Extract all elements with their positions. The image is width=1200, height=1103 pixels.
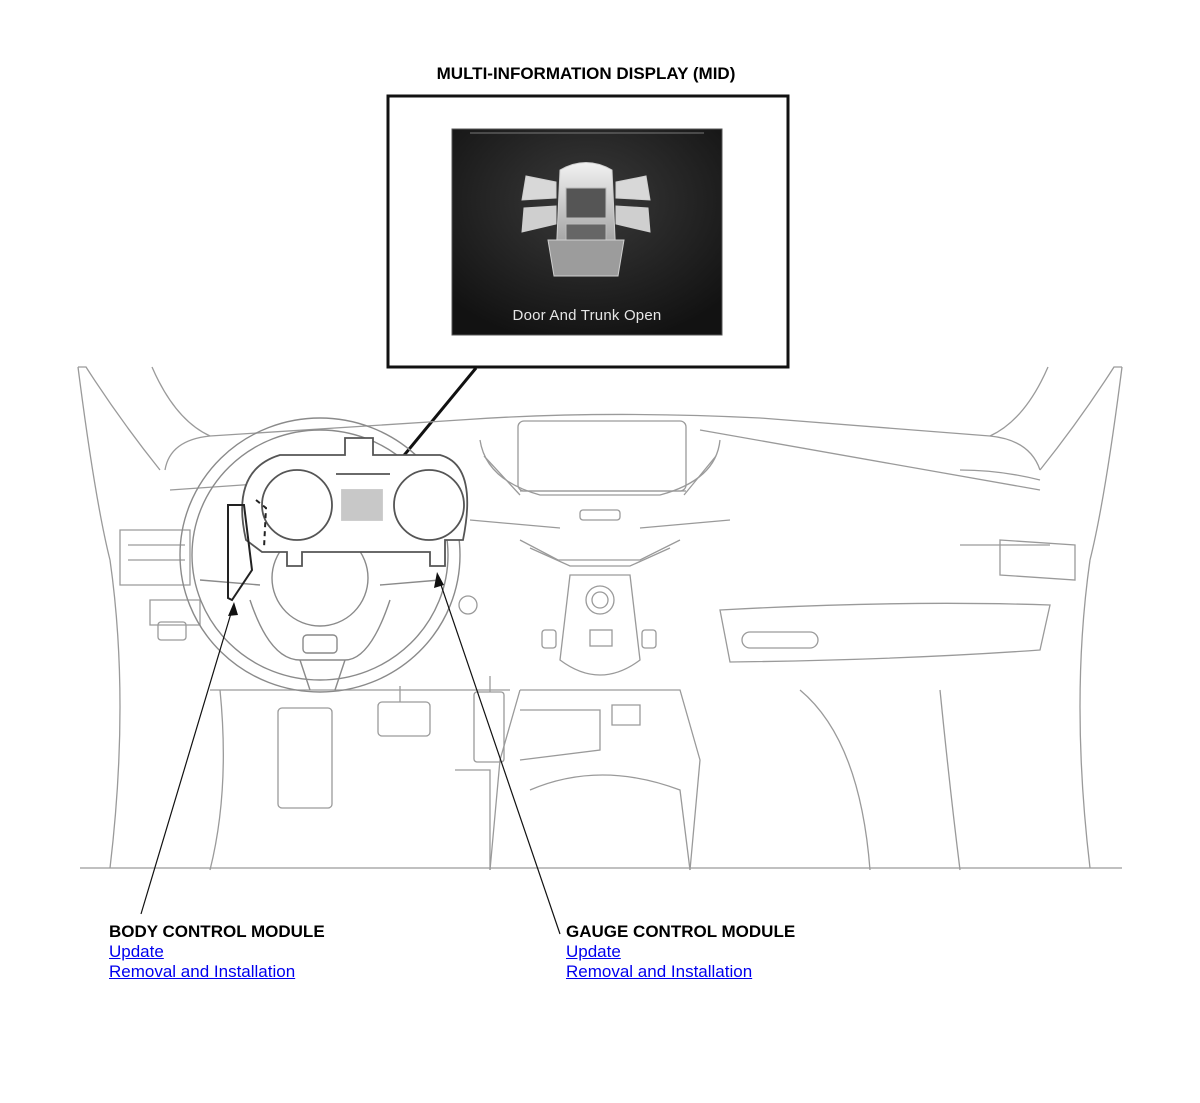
- gauge-control-module-leader: [434, 572, 561, 935]
- steering-wheel: [179, 417, 461, 693]
- car-doors-open-icon: [521, 162, 651, 277]
- mid-title: MULTI-INFORMATION DISPLAY (MID): [436, 64, 736, 83]
- body-control-module-block: BODY CONTROL MODULE Update Removal and I…: [109, 922, 325, 982]
- gauge-control-module-update-link[interactable]: Update: [566, 942, 621, 961]
- gauge-control-module-block: GAUGE CONTROL MODULE Update Removal and …: [566, 922, 795, 982]
- body-control-module-outline: [227, 499, 268, 602]
- body-control-module-removal-link[interactable]: Removal and Installation: [109, 962, 296, 981]
- body-control-module-heading: BODY CONTROL MODULE: [109, 922, 325, 941]
- gauge-control-module-heading: GAUGE CONTROL MODULE: [566, 922, 796, 941]
- body-control-module-leader: [140, 602, 238, 915]
- body-control-module-update-link[interactable]: Update: [109, 942, 164, 961]
- gauge-control-module-removal-link[interactable]: Removal and Installation: [566, 962, 753, 981]
- mid-screen-message: Door And Trunk Open: [512, 307, 662, 324]
- cluster-mid-location: [341, 489, 383, 521]
- gauge-cluster: [241, 437, 469, 567]
- dashboard-line-art: [77, 366, 1123, 871]
